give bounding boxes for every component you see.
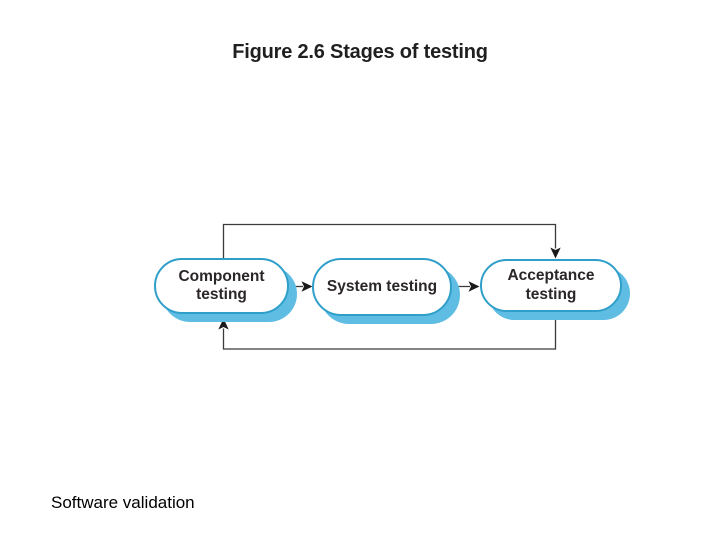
node-system-testing: System testing xyxy=(312,258,452,316)
caption-software-validation: Software validation xyxy=(51,493,195,512)
node-label-line: Acceptance xyxy=(507,267,595,285)
node-label-line: testing xyxy=(525,285,577,303)
arrowhead-component-to-system-icon xyxy=(301,281,313,292)
arrowhead-system-to-acceptance-icon xyxy=(468,281,480,292)
node-label-line: testing xyxy=(196,286,247,303)
node-acceptance-testing: Acceptance testing xyxy=(480,259,622,312)
node-label-line: System testing xyxy=(326,277,438,295)
arrowhead-into-component-icon xyxy=(218,318,229,330)
figure-title: Figure 2.6 Stages of testing xyxy=(232,41,488,63)
node-component-testing: Component testing xyxy=(154,258,289,314)
arrowhead-into-acceptance-icon xyxy=(550,247,561,259)
node-label-line: Component xyxy=(178,267,265,285)
feedback-loop-top-line xyxy=(222,223,557,259)
feedback-loop-bottom-line xyxy=(222,313,557,350)
